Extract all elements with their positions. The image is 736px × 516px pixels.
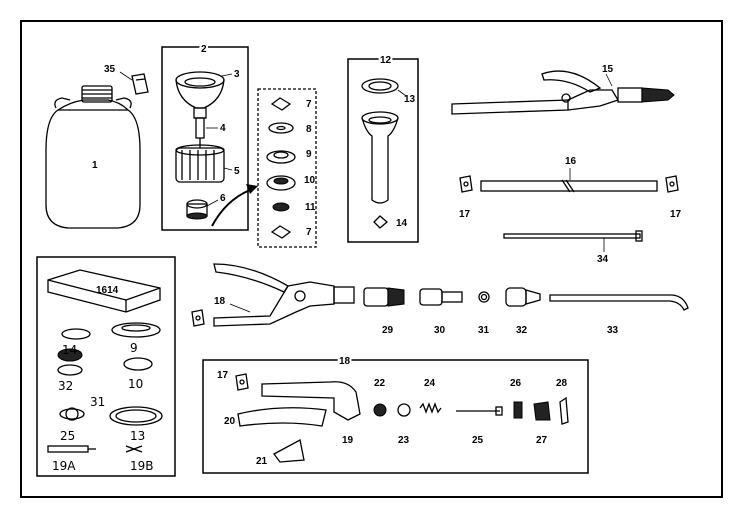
label-7b: 7: [306, 227, 312, 238]
label-34: 34: [597, 254, 609, 265]
box-12: [347, 58, 419, 243]
label-23: 23: [398, 435, 410, 446]
repair-kit-box: [36, 256, 176, 477]
label-35: 35: [104, 64, 116, 75]
leader-18: [229, 303, 251, 313]
part-35-clip: [131, 73, 149, 95]
clip-17-lower: [191, 309, 205, 327]
clip-17-right: [665, 175, 679, 193]
leader-6: [206, 199, 219, 207]
label-12: 12: [380, 55, 392, 66]
label-2: 2: [201, 44, 207, 55]
pump-cup: [186, 199, 208, 220]
seal-parts: [266, 97, 296, 239]
assembly-arrow: [211, 189, 251, 227]
label-29: 29: [382, 325, 394, 336]
label-13: 13: [404, 94, 416, 105]
label-19: 19: [342, 435, 354, 446]
label-30: 30: [434, 325, 446, 336]
label-8: 8: [306, 124, 312, 135]
kit-parts: [47, 322, 163, 453]
label-17c: 17: [217, 370, 229, 381]
label-18a: 18: [214, 296, 226, 307]
label-5: 5: [234, 166, 240, 177]
box-2: [161, 46, 249, 231]
kit-label-32: 32: [58, 379, 73, 393]
label-18b: 18: [339, 356, 351, 367]
label-3: 3: [234, 69, 240, 80]
label-11: 11: [305, 202, 316, 213]
kit-box-label: 1614: [96, 285, 119, 296]
kit-label-9: 9: [130, 341, 138, 355]
label-4: 4: [220, 123, 226, 134]
leader-15: [605, 73, 613, 87]
label-27: 27: [536, 435, 548, 446]
seal-kit-box: [257, 88, 317, 248]
leader-13: [397, 89, 407, 97]
rod-34: [503, 230, 643, 242]
kit-label-25: 25: [60, 429, 75, 443]
label-7a: 7: [306, 99, 312, 110]
label-20: 20: [224, 416, 236, 427]
nozzle-parts: [363, 287, 689, 311]
label-6: 6: [220, 193, 226, 204]
label-9: 9: [306, 149, 312, 160]
wand-assembly: [451, 70, 675, 115]
clip-17-left: [459, 175, 473, 193]
leader-3: [221, 73, 233, 77]
shutoff-valve: [213, 263, 355, 327]
extension-tube: [480, 179, 658, 193]
label-1: 1: [92, 160, 98, 171]
label-26: 26: [510, 378, 522, 389]
pump-handle: [175, 71, 225, 109]
label-28: 28: [556, 378, 568, 389]
label-25: 25: [472, 435, 484, 446]
label-22: 22: [374, 378, 386, 389]
label-10: 10: [304, 175, 316, 186]
label-33: 33: [607, 325, 619, 336]
leader-35: [119, 71, 133, 81]
pump-rod: [193, 107, 207, 148]
kit-label-13: 13: [130, 429, 145, 443]
kit-label-14: 14: [62, 343, 77, 357]
diagram-frame: [20, 20, 723, 498]
pump-cap: [175, 144, 225, 183]
label-17a: 17: [459, 209, 471, 220]
assembly-arrowhead: [246, 184, 258, 194]
label-31: 31: [478, 325, 490, 336]
valve-breakdown-parts: [235, 373, 569, 463]
kit-label-19b: 19B: [130, 459, 154, 473]
kit-label-19a: 19A: [52, 459, 76, 473]
label-21: 21: [256, 456, 268, 467]
cylinder-parts: [361, 78, 399, 229]
box-18: [202, 359, 589, 474]
label-32: 32: [516, 325, 528, 336]
label-15: 15: [602, 64, 614, 75]
label-24: 24: [424, 378, 436, 389]
kit-package: [47, 269, 161, 313]
kit-label-31: 31: [90, 395, 105, 409]
leader-5: [223, 167, 233, 171]
kit-label-10: 10: [128, 377, 143, 391]
label-14: 14: [396, 218, 408, 229]
tank: [45, 85, 141, 229]
label-16: 16: [565, 156, 577, 167]
label-17b: 17: [670, 209, 682, 220]
